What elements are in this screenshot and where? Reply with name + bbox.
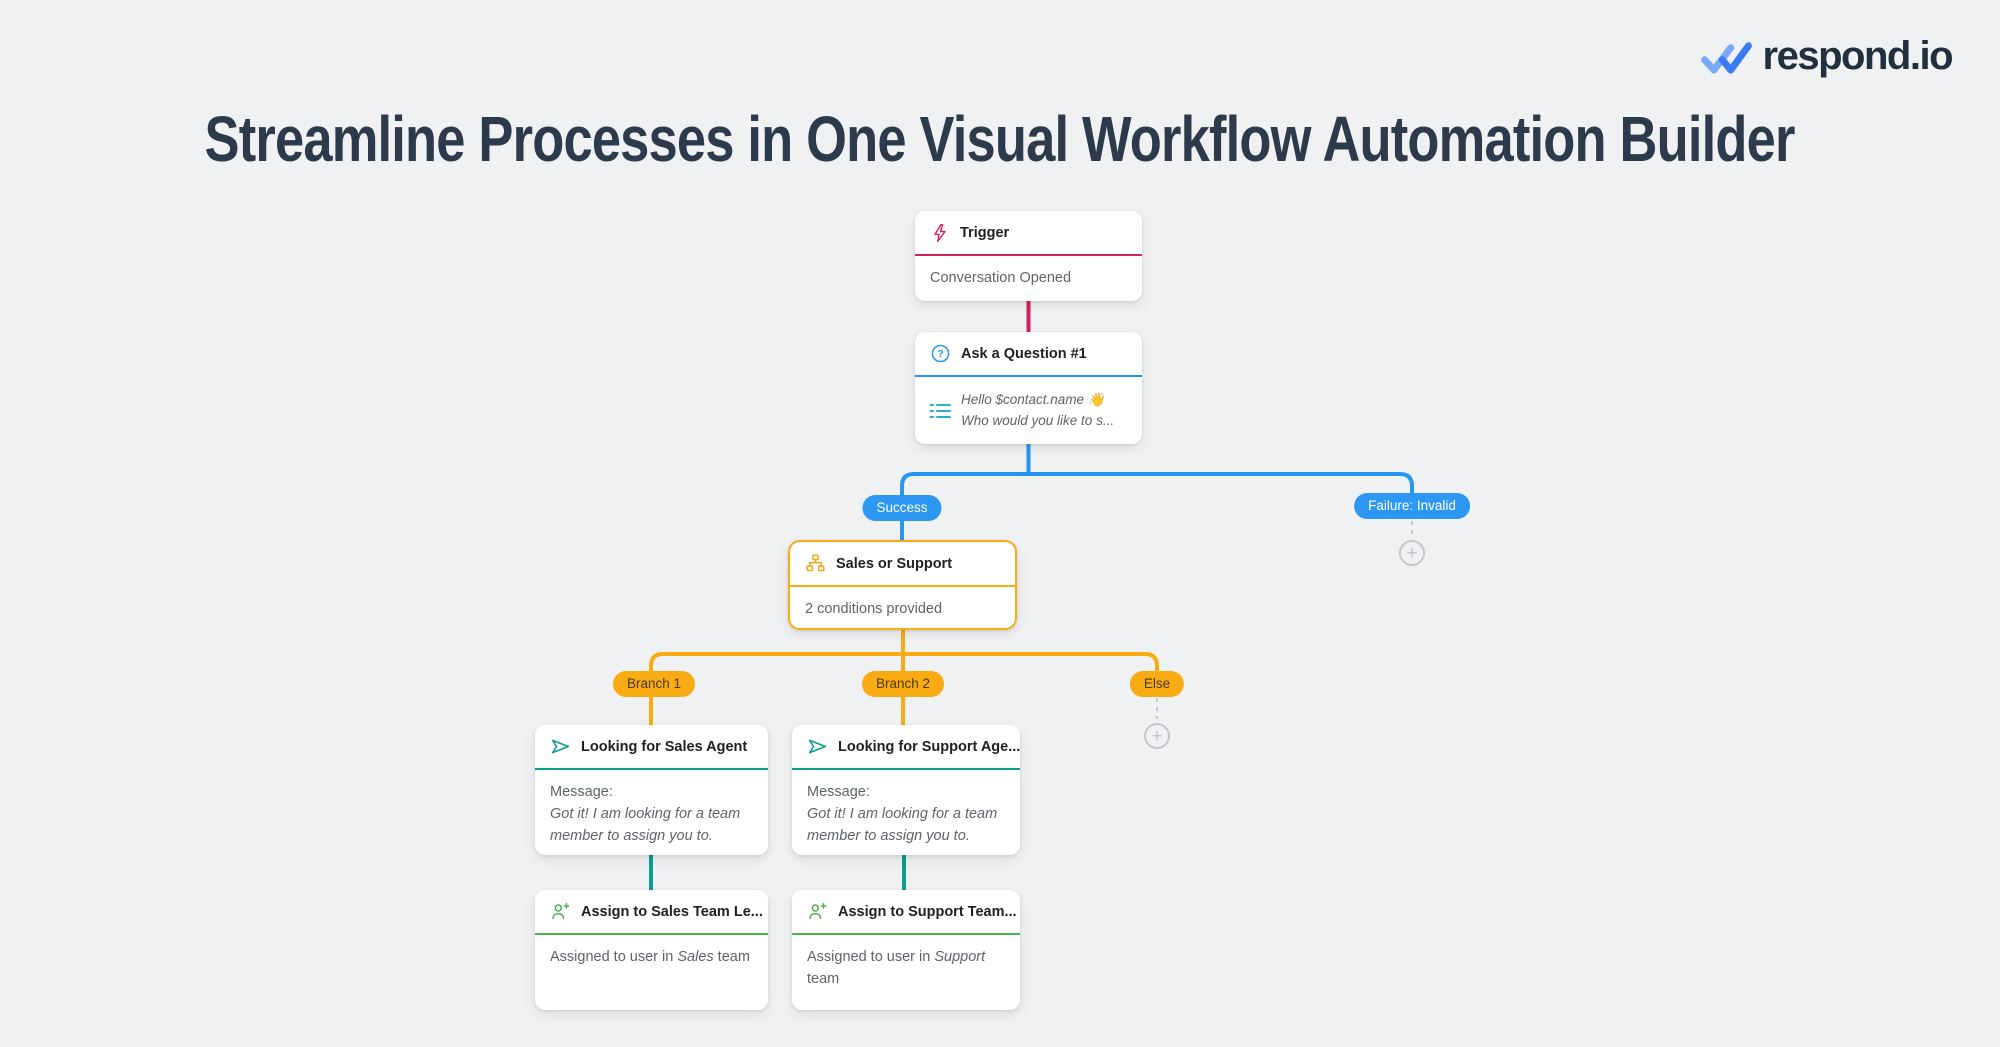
branch2-pill: Branch 2: [861, 671, 945, 697]
message-label: Message:: [807, 784, 870, 800]
node-title: Looking for Sales Agent: [581, 738, 748, 755]
trigger-node[interactable]: Trigger Conversation Opened: [915, 211, 1142, 301]
node-title: Assign to Support Team...: [838, 903, 1017, 920]
branch-condition-node[interactable]: Sales or Support 2 conditions provided: [788, 540, 1017, 630]
node-title: Ask a Question #1: [961, 345, 1087, 362]
message-text: Got it! I am looking for a team member t…: [807, 805, 998, 844]
add-step-button-else[interactable]: +: [1144, 723, 1170, 749]
message-text: Got it! I am looking for a team member t…: [550, 805, 741, 844]
ask-question-node[interactable]: ? Ask a Question #1 Hello $contact.name …: [915, 332, 1142, 444]
node-body: Conversation Opened: [930, 270, 1072, 286]
lightning-bolt-icon: [934, 223, 946, 242]
node-body: Assigned to user in Support team: [792, 935, 1020, 1010]
assign-suffix: team: [717, 949, 750, 965]
respondio-logo: respond.io: [1699, 34, 1954, 79]
assign-suffix: team: [807, 970, 840, 987]
assign-team: Support: [934, 949, 986, 965]
org-branch-icon: [806, 554, 825, 572]
branch1-pill: Branch 1: [612, 671, 696, 697]
logo-wordmark: respond.io: [1762, 34, 1954, 78]
failure-branch-pill: Failure: Invalid: [1354, 493, 1470, 519]
page-title: Streamline Processes in One Visual Workf…: [204, 103, 1796, 175]
person-add-icon: [552, 903, 570, 920]
node-body: Assigned to user in Sales team: [535, 935, 768, 1010]
message-label: Message:: [550, 784, 613, 800]
question-text-line1: Hello $contact.name 👋: [961, 392, 1105, 408]
add-step-button-failure[interactable]: +: [1399, 540, 1425, 566]
person-add-icon: [809, 903, 827, 920]
list-icon: [929, 403, 951, 418]
send-message-support-node[interactable]: Looking for Support Age... Message: Got …: [792, 725, 1020, 855]
assign-sales-node[interactable]: Assign to Sales Team Le... Assigned to u…: [535, 890, 768, 1010]
assign-prefix: Assigned to user in: [807, 949, 931, 965]
question-circle-icon: ?: [931, 344, 950, 363]
connector-branch-bracket: [649, 652, 1159, 726]
node-title: Assign to Sales Team Le...: [581, 903, 763, 920]
assign-prefix: Assigned to user in: [550, 949, 674, 965]
double-check-icon: [1700, 41, 1752, 74]
plus-icon: +: [1151, 725, 1163, 747]
plus-icon: +: [1406, 542, 1418, 564]
assign-support-node[interactable]: Assign to Support Team... Assigned to us…: [792, 890, 1020, 1010]
question-text-line2: Who would you like to s...: [961, 412, 1115, 428]
assign-team: Sales: [677, 949, 714, 965]
send-message-sales-node[interactable]: Looking for Sales Agent Message: Got it!…: [535, 725, 768, 855]
send-icon: [551, 739, 570, 754]
send-icon: [808, 739, 827, 754]
node-title: Sales or Support: [836, 555, 953, 572]
connector-success-failure-bracket: [900, 472, 1414, 541]
success-branch-pill: Success: [862, 495, 942, 521]
node-title: Looking for Support Age...: [838, 738, 1021, 755]
node-body: 2 conditions provided: [805, 601, 943, 617]
else-branch-pill: Else: [1129, 671, 1185, 697]
node-title: Trigger: [960, 224, 1010, 241]
svg-text:?: ?: [937, 348, 943, 360]
